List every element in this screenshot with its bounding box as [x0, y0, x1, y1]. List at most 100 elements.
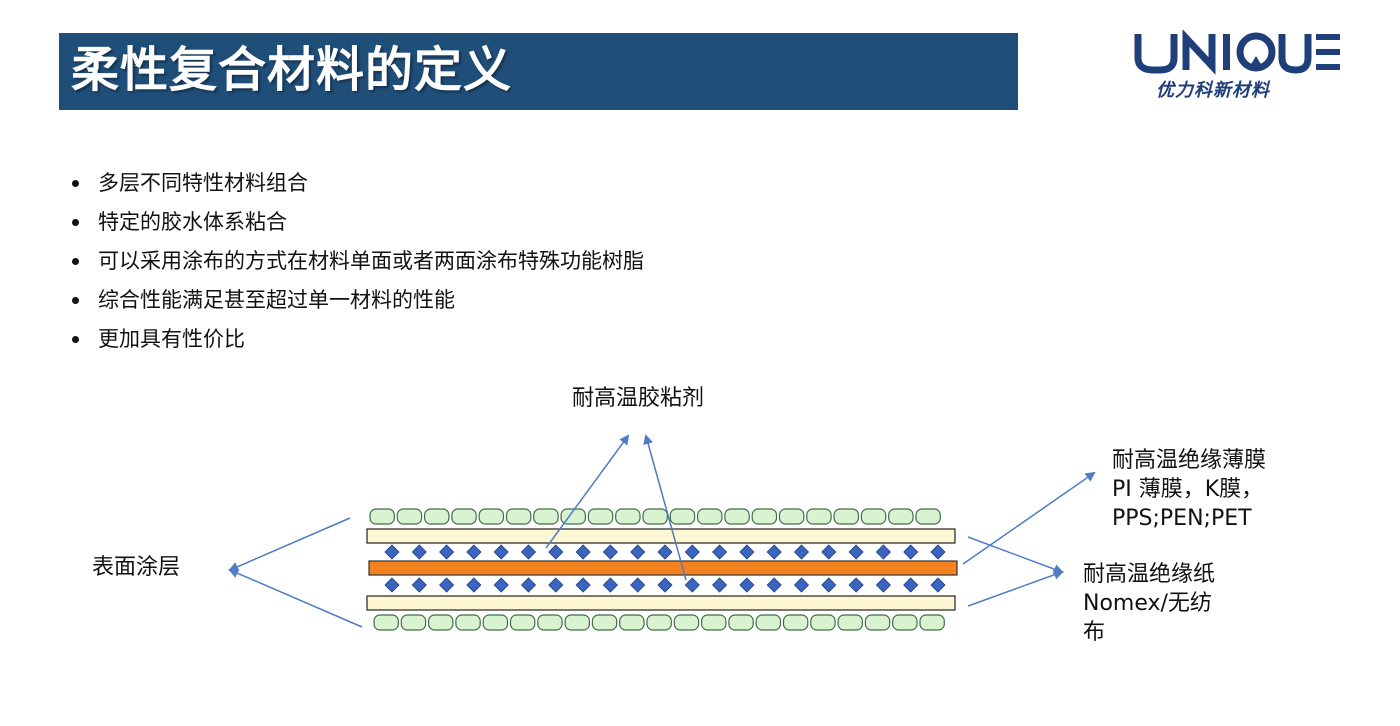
unique-logo-mark: [1134, 29, 1340, 75]
coating-cell: [533, 508, 559, 525]
adhesive-diamond: [793, 544, 810, 560]
adhesive-diamond: [520, 544, 537, 560]
coating-cell: [806, 508, 832, 525]
adhesive-diamond: [766, 544, 782, 560]
coating-cell: [482, 614, 509, 631]
adhesive-diamond: [602, 577, 618, 593]
adhesive-diamond: [821, 544, 837, 560]
adhesive-diamond: [739, 544, 755, 560]
adhesive-diamond: [439, 577, 455, 593]
bullet-icon: [72, 297, 79, 304]
adhesive-diamond: [630, 577, 646, 593]
coating-cell: [669, 508, 696, 525]
coating-cell: [646, 614, 672, 631]
film-layer-top: [366, 528, 956, 544]
paper-label: 耐高温绝缘纸 Nomex/无纺 布: [1083, 562, 1216, 645]
coating-cell: [700, 614, 727, 631]
film-layer-bottom: [366, 595, 956, 611]
coating-cell: [505, 508, 532, 525]
bullet-icon: [72, 336, 79, 343]
adhesive-diamond: [384, 577, 400, 593]
adhesive-diamond: [903, 577, 919, 593]
adhesive-diamond: [684, 544, 700, 560]
bullet-list: 多层不同特性材料组合 特定的胶水体系粘合 可以采用涂布的方式在材料单面或者两面涂…: [66, 168, 644, 363]
layer-stack: [366, 508, 958, 631]
coating-cell: [751, 508, 778, 525]
adhesive-diamond: [493, 577, 509, 593]
adhesive-diamond: [575, 577, 591, 593]
coating-cell: [782, 614, 809, 631]
film-arrow: [962, 471, 1096, 565]
adhesive-diamond: [793, 577, 810, 593]
adhesive-diamond: [875, 577, 891, 593]
coating-cell: [696, 508, 723, 525]
adhesive-diamond: [548, 577, 564, 593]
adhesive-diamond: [848, 544, 864, 560]
adhesive-diamond: [602, 544, 618, 560]
arrow-group: [228, 434, 1096, 628]
coating-cell: [778, 508, 805, 525]
adhesive-label: 耐高温胶粘剂: [572, 386, 705, 411]
paper-layer: [368, 560, 958, 576]
adhesive-diamond: [493, 544, 509, 560]
adhesive-diamond: [411, 577, 427, 593]
coating-cell: [400, 614, 427, 631]
coating-cell: [424, 508, 450, 525]
coating-cell: [755, 614, 782, 631]
adhesive-diamond: [520, 577, 537, 593]
page-title: 柔性复合材料的定义: [71, 42, 513, 98]
coating-cell: [642, 508, 668, 525]
adhesive-diamond: [821, 577, 837, 593]
bullet-item: 可以采用涂布的方式在材料单面或者两面涂布特殊功能树脂: [66, 246, 644, 285]
adhesive-diamond: [712, 577, 728, 593]
coating-cell: [509, 614, 536, 631]
company-logo: 优力科新材料: [1130, 29, 1345, 101]
adhesive-diamond: [466, 577, 482, 593]
bullet-icon: [72, 180, 79, 187]
adhesive-diamond: [739, 577, 755, 593]
adhesive-diamond: [657, 577, 673, 593]
title-bar: 柔性复合材料的定义: [59, 33, 1018, 110]
adhesive-diamond: [848, 577, 864, 593]
surface-coating-label: 表面涂层: [92, 555, 181, 580]
adhesive-arrow-right: [643, 434, 687, 581]
coating-cell: [892, 614, 918, 631]
coating-cell: [837, 614, 863, 631]
coating-cell: [428, 614, 454, 631]
coating-cell: [919, 614, 945, 631]
adhesive-diamond: [903, 544, 919, 560]
bullet-icon: [72, 258, 79, 265]
coating-arrow-top: [228, 517, 351, 572]
adhesive-diamond: [657, 544, 673, 560]
bullet-icon: [72, 219, 79, 226]
coating-cell: [888, 508, 914, 525]
coating-cell: [564, 614, 590, 631]
bullet-item: 多层不同特性材料组合: [66, 168, 644, 207]
adhesive-diamond: [575, 544, 591, 560]
adhesive-diamond: [411, 544, 427, 560]
coating-arrow-bottom: [228, 568, 363, 628]
coating-cell: [728, 614, 754, 631]
coating-cell: [864, 614, 891, 631]
adhesive-diamond: [930, 544, 946, 560]
coating-cell: [537, 614, 563, 631]
adhesive-diamond: [930, 577, 946, 593]
coating-cell: [833, 508, 859, 525]
coating-cell: [619, 614, 645, 631]
coating-cell: [810, 614, 836, 631]
bullet-item: 更加具有性价比: [66, 324, 644, 363]
coating-cell: [369, 508, 395, 525]
coating-cell: [478, 508, 505, 525]
coating-cell: [455, 614, 481, 631]
logo-company-name: 优力科新材料: [1156, 80, 1270, 101]
coating-cell: [860, 508, 887, 525]
adhesive-diamond: [384, 544, 400, 560]
adhesive-diamond: [439, 544, 455, 560]
coating-cell: [724, 508, 750, 525]
coating-cell: [451, 508, 477, 525]
paper-arrow-bottom: [967, 570, 1064, 607]
adhesive-diamond: [548, 544, 564, 560]
adhesive-diamond: [684, 577, 700, 593]
adhesive-diamond: [712, 544, 728, 560]
adhesive-arrow-left: [545, 434, 630, 549]
